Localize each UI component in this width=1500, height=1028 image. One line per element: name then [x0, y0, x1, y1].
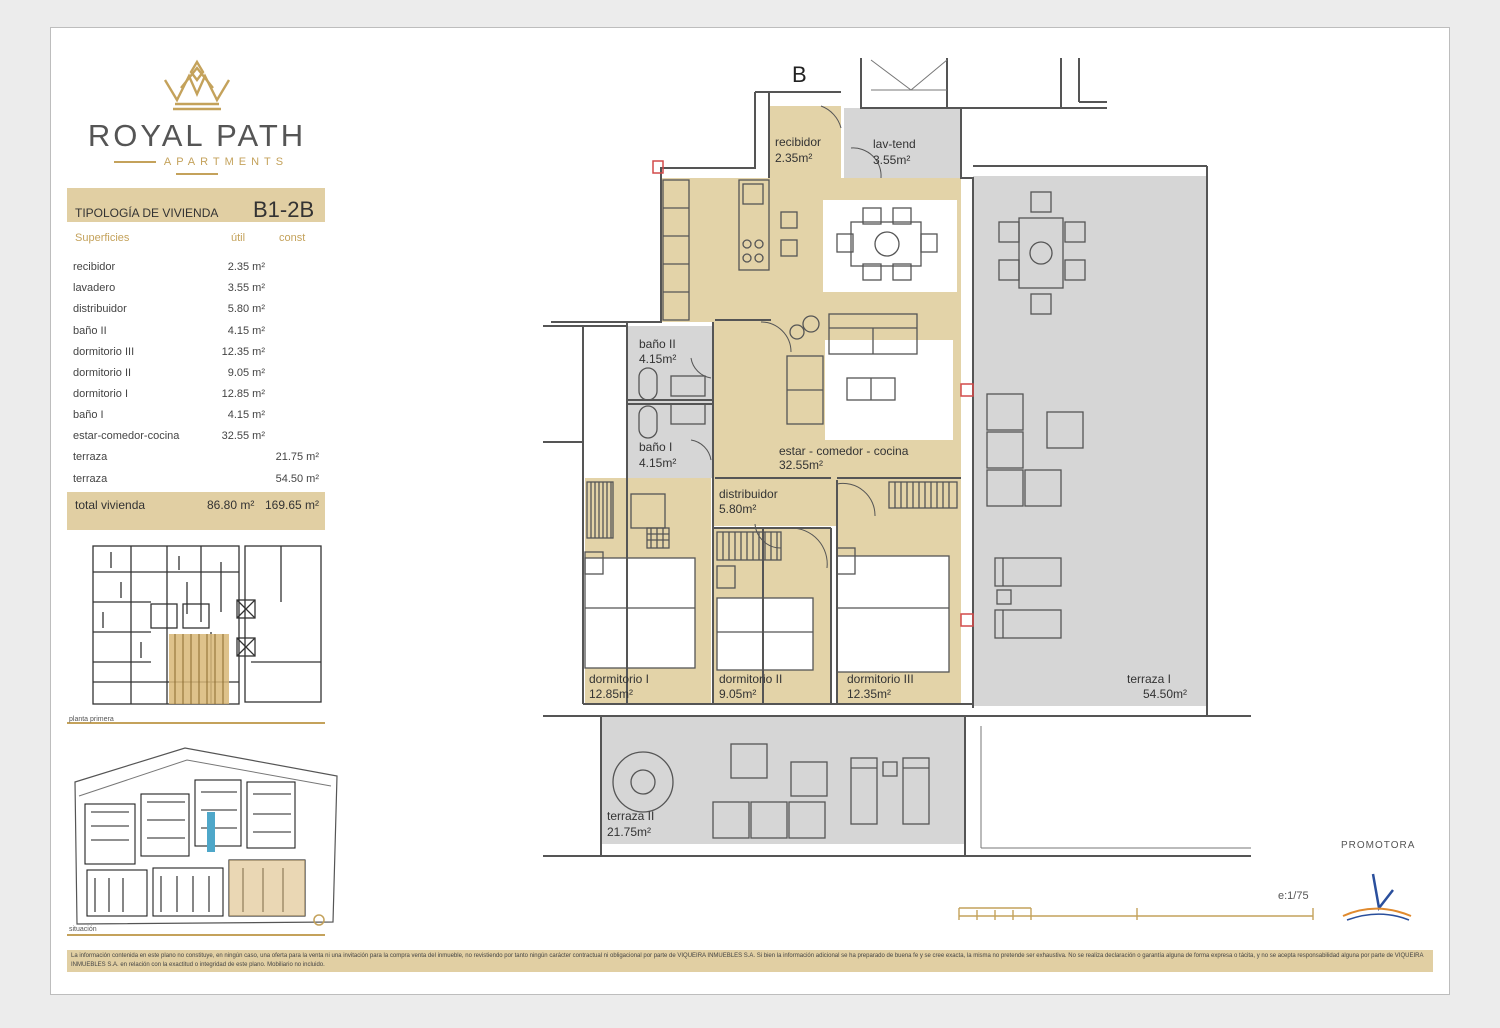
- key-floor-plan: [91, 542, 325, 710]
- brand-logo: ROYAL PATH APARTMENTS: [87, 56, 307, 180]
- surface-name: lavadero: [73, 282, 116, 294]
- room-name: terraza I: [1127, 672, 1171, 686]
- crown-icon: [163, 59, 231, 111]
- surface-util: 4.15 m²: [227, 325, 265, 337]
- brand-subtitle: APARTMENTS: [87, 156, 307, 180]
- surfaces-header: Superficies: [75, 232, 130, 244]
- surface-util: 2.35 m²: [227, 261, 265, 273]
- floor-caption: planta primera: [69, 716, 114, 723]
- room-area: 12.35m²: [847, 687, 891, 701]
- room-name: dormitorio III: [847, 672, 914, 686]
- surface-const: 54.50 m²: [275, 473, 319, 485]
- room-name: baño I: [639, 440, 672, 454]
- typology-code: B1-2B: [253, 197, 315, 222]
- surface-row: dormitorio II 9.05 m²: [73, 367, 323, 387]
- surface-name: baño II: [73, 325, 107, 337]
- room-name: distribuidor: [719, 487, 778, 501]
- surface-name: baño I: [73, 409, 104, 421]
- room-name: estar - comedor - cocina: [779, 444, 909, 458]
- surfaces-col-const: const: [279, 232, 306, 244]
- divider: [67, 934, 325, 936]
- room-name: dormitorio II: [719, 672, 782, 686]
- walls: [543, 58, 1251, 857]
- surface-util: 4.15 m²: [227, 409, 265, 421]
- surface-name: dormitorio I: [73, 388, 129, 400]
- promotora-label: PROMOTORA: [1341, 840, 1416, 851]
- surface-row: distribuidor 5.80 m²: [73, 303, 323, 323]
- typology-box: TIPOLOGÍA DE VIVIENDA B1-2B: [67, 188, 325, 222]
- room-area: 2.35m²: [775, 151, 812, 165]
- surface-row: baño I 4.15 m²: [73, 409, 323, 429]
- floor-plan: B recibidor 2.35m² lav-tend 3.55m² baño …: [543, 58, 1412, 921]
- scale-label: e:1/75: [1278, 890, 1309, 902]
- total-util: 86.80 m²: [207, 498, 255, 512]
- situation-caption: situación: [69, 926, 97, 933]
- room-area: 4.15m²: [639, 456, 676, 470]
- room-area: 54.50m²: [1143, 687, 1187, 701]
- surface-util: 12.85 m²: [221, 388, 265, 400]
- room-area: 21.75m²: [607, 825, 651, 839]
- scale-bar: [958, 907, 1314, 920]
- total-const: 169.65 m²: [265, 498, 320, 512]
- surface-name: dormitorio III: [73, 346, 135, 358]
- surface-util: 32.55 m²: [221, 430, 265, 442]
- surface-row: estar-comedor-cocina 32.55 m²: [73, 430, 323, 450]
- room-area: 4.15m²: [639, 352, 676, 366]
- room-area: 3.55m²: [873, 153, 910, 167]
- surface-name: recibidor: [73, 261, 116, 273]
- surface-row: dormitorio III 12.35 m²: [73, 346, 323, 366]
- situation-map: [74, 747, 338, 926]
- door-swings: [690, 105, 882, 569]
- furniture: [584, 179, 1086, 839]
- room-name: lav-tend: [873, 137, 916, 151]
- disclaimer: La información contenida en este plano n…: [67, 950, 1433, 972]
- total-name: total vivienda: [75, 498, 146, 512]
- room-area: 9.05m²: [719, 687, 756, 701]
- surface-util: 9.05 m²: [227, 367, 265, 379]
- room-name: baño II: [639, 337, 676, 351]
- surface-row: terraza 21.75 m²: [73, 451, 323, 471]
- surface-row: lavadero 3.55 m²: [73, 282, 323, 302]
- divider: [67, 722, 325, 724]
- surface-row: recibidor 2.35 m²: [73, 261, 323, 281]
- room-name: terraza II: [607, 809, 654, 823]
- room-area: 12.85m²: [589, 687, 633, 701]
- surface-name: distribuidor: [73, 303, 127, 315]
- surface-name: terraza: [73, 473, 108, 485]
- room-area: 32.55m²: [779, 458, 823, 472]
- surface-row: terraza 54.50 m²: [73, 473, 323, 493]
- surface-row: baño II 4.15 m²: [73, 325, 323, 345]
- surfaces-col-util: útil: [231, 232, 246, 244]
- surface-name: terraza: [73, 451, 108, 463]
- surface-util: 5.80 m²: [227, 303, 265, 315]
- total-row: total vivienda 86.80 m² 169.65 m²: [67, 492, 325, 530]
- brand-name: ROYAL PATH: [87, 118, 307, 153]
- room-name: recibidor: [775, 135, 821, 149]
- surface-util: 12.35 m²: [221, 346, 265, 358]
- room-area: 5.80m²: [719, 502, 756, 516]
- plan-sheet: ROYAL PATH APARTMENTS TIPOLOGÍA DE VIVIE…: [50, 27, 1450, 995]
- surface-name: estar-comedor-cocina: [73, 430, 180, 442]
- surface-name: dormitorio II: [73, 367, 132, 379]
- typology-label: TIPOLOGÍA DE VIVIENDA: [75, 206, 219, 220]
- room-fills: [585, 106, 1207, 844]
- block-letter: B: [792, 62, 807, 87]
- promotora-logo: [1342, 873, 1412, 921]
- room-name: dormitorio I: [589, 672, 649, 686]
- surface-row: dormitorio I 12.85 m²: [73, 388, 323, 408]
- surface-const: 21.75 m²: [275, 451, 319, 463]
- surface-util: 3.55 m²: [227, 282, 265, 294]
